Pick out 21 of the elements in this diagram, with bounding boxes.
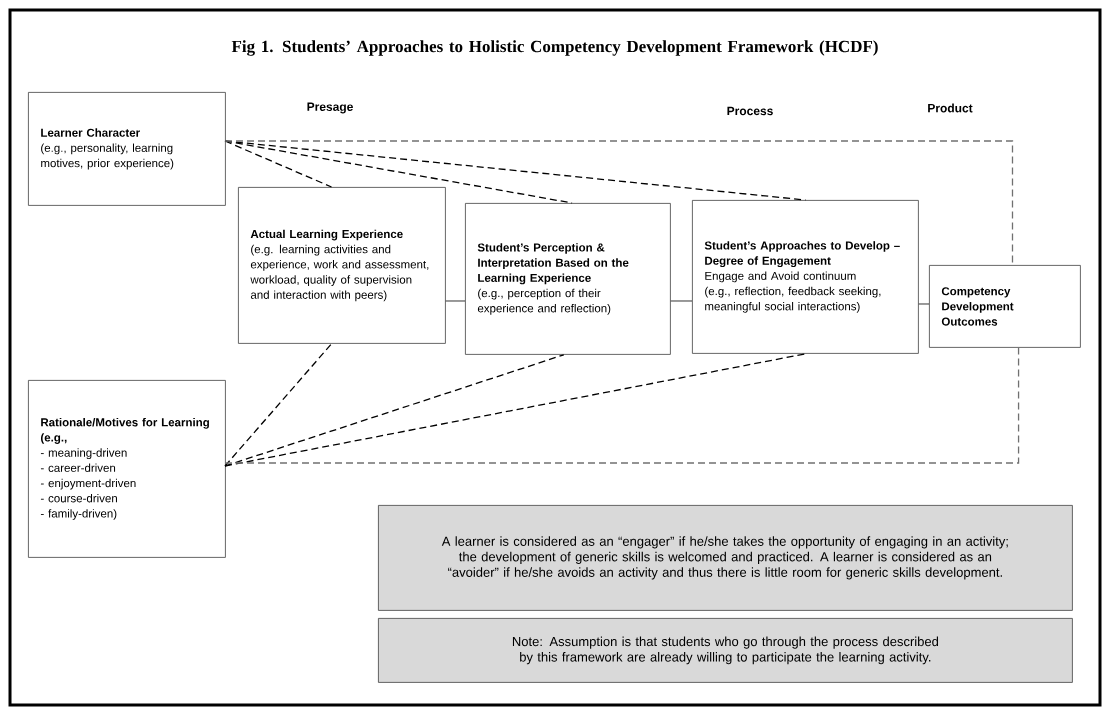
connector-line [918,303,930,305]
stage-label: Presage [307,102,353,114]
outcome-box: Competency Development Outcomes [929,265,1081,348]
stage-box: Student’s Perception & Interpretation Based on the Learning Experience (e.g., perception of their experience and reflection) [465,203,671,355]
note-box: Note: Assumption is that students who go through the process described by this framework are already willing to participate the learning activity. [378,618,1073,683]
connector-line [445,300,466,302]
connector-line [224,353,807,467]
stage-label: Product [928,103,973,113]
stage-label: Process [727,106,773,116]
connector-line [224,347,1020,464]
connector-line [224,343,333,467]
stage-box: Student’s Approaches to Develop – Degree of Engagement Engage and Avoid continuum (e.g., reflection, feedback seeking, meaningful social interactions) [692,200,919,354]
connector-line [224,140,333,188]
factor-box: Learner Character (e.g., personality, learning motives, prior experience) [28,92,226,206]
connector-line [670,300,693,302]
connector-line [224,140,1014,266]
stage-box: Actual Learning Experience (e.g. learning activities and experience, work and assessment, workload, quality of supervision and interaction with peers) [238,187,446,344]
title: Fig 1. Students’ Approaches to Holistic Competency Development Framework (HCDF) [231,40,878,56]
connector-line [224,354,565,467]
note-box: A learner is considered as an “engager” if he/she takes the opportunity of engaging in an activity; the development of generic skills is welcomed and practiced. A learner is considered as an “avoider” if he/she avoids an activity and thus there is little room for generic skills development. [378,505,1073,611]
factor-box: Rationale/Motives for Learning (e.g., - meaning-driven - career-driven - enjoyment-driven - course-driven - family-driven) [28,380,226,558]
